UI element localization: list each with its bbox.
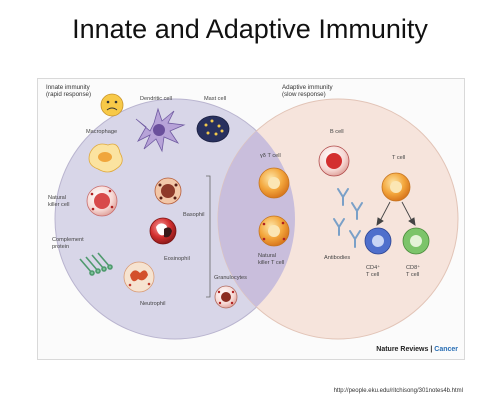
diagram-canvas: Innate immunity (rapid response) Adaptiv… <box>46 84 459 353</box>
tcell-label: T cell <box>392 155 405 161</box>
cd4-label-line1: CD4⁺ <box>366 264 380 271</box>
innate-heading: Innate immunity <box>46 84 91 91</box>
antibodies-label: Antibodies <box>324 255 350 261</box>
complement-label-line2: protein <box>52 244 69 250</box>
dendritic-cell-label: Dendritic cell <box>140 96 172 102</box>
slide-title: Innate and Adaptive Immunity <box>72 14 428 44</box>
credit-brand: Nature Reviews <box>376 346 428 353</box>
arrow-icons <box>376 201 416 226</box>
innate-subheading: (rapid response) <box>46 91 91 98</box>
overlap-region <box>218 99 295 339</box>
cd4-label-line2: T cell <box>366 272 379 278</box>
sad-face-icon <box>100 93 124 117</box>
neutrophil-label: Neutrophil <box>140 301 166 307</box>
macrophage-icon <box>88 143 123 173</box>
credit-separator: | <box>428 346 434 353</box>
adaptive-heading: Adaptive immunity <box>282 84 333 91</box>
antibody-icons <box>333 188 363 248</box>
immunity-diagram: Innate immunity (rapid response) Adaptiv… <box>37 78 465 360</box>
nk-cell-label-line1: Natural <box>48 195 66 201</box>
neutrophil-icon <box>123 261 155 293</box>
nkt-cell-icon <box>258 215 290 247</box>
macrophage-label: Macrophage <box>86 129 117 135</box>
mast-cell-icon <box>196 115 230 143</box>
credit-journal: Cancer <box>434 346 458 353</box>
basophil-label: Basophil <box>183 212 204 218</box>
basophil-icon <box>154 177 182 205</box>
dendritic-cell-icon <box>135 107 186 153</box>
complement-label-line1: Complement <box>52 237 84 243</box>
granulocytes-label: Granulocytes <box>214 275 247 281</box>
cd8-label-line1: CD8⁺ <box>406 264 420 271</box>
cd8-label-line2: T cell <box>406 272 419 278</box>
bcell-label: B cell <box>330 129 344 135</box>
bcell-icon <box>318 145 350 177</box>
eosinophil-icon <box>149 217 177 245</box>
gd-tcell-label: γδ T cell <box>260 153 281 159</box>
nk-cell-icon <box>86 185 118 217</box>
nkt-cell-label-line1: Natural <box>258 253 276 259</box>
tcell-icon <box>381 172 411 202</box>
nk-cell-label-line2: killer cell <box>48 202 69 208</box>
gd-tcell-icon <box>258 167 290 199</box>
cd8-tcell-icon <box>402 227 430 255</box>
adaptive-subheading: (slow response) <box>282 91 326 98</box>
journal-credit: Nature Reviews | Cancer <box>376 346 458 353</box>
granulocyte-cell-icon <box>214 285 238 309</box>
source-url: http://people.eku.edu/ritchisong/301note… <box>333 388 463 394</box>
complement-protein-icon <box>79 252 113 276</box>
eosinophil-label: Eosinophil <box>164 256 190 262</box>
cd4-tcell-icon <box>364 227 392 255</box>
nkt-cell-label-line2: killer T cell <box>258 260 284 266</box>
mast-cell-label: Mast cell <box>204 96 226 102</box>
granulocytes-bracket <box>206 175 211 298</box>
